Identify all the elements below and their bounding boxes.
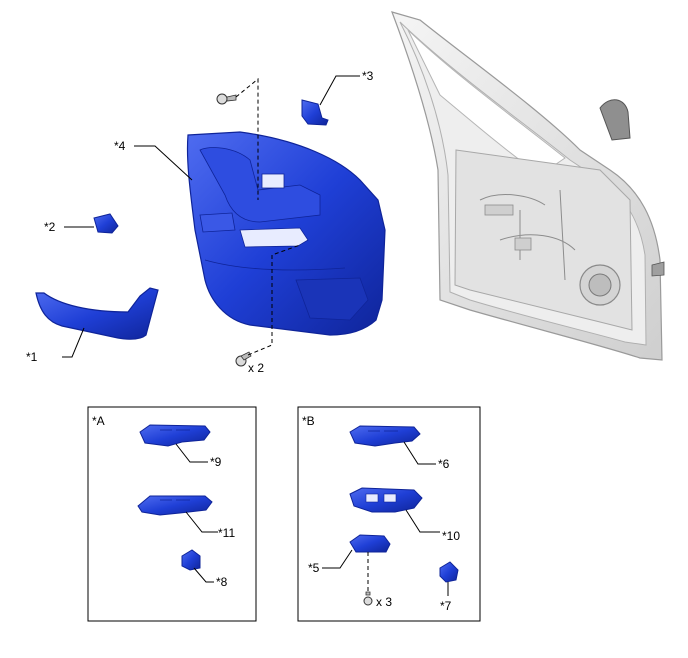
callout-9: *9 [210, 455, 222, 469]
door-ornament [35, 287, 159, 340]
clip-part-7 [439, 561, 459, 583]
screw-icon [216, 93, 237, 105]
leader-9 [175, 443, 208, 463]
callout-5: *5 [308, 561, 320, 575]
screw-icon [363, 591, 373, 606]
quantity-switch-screw: x 3 [376, 595, 392, 609]
leader-10 [405, 509, 440, 533]
leader-11 [185, 511, 218, 533]
door-trim-panel [186, 131, 386, 336]
screw-icon [235, 351, 252, 367]
screw-guide-top [235, 77, 259, 200]
callout-4: *4 [114, 139, 126, 153]
callout-1: *1 [26, 350, 38, 364]
callout-3: *3 [362, 69, 374, 83]
callout-11: *11 [218, 526, 235, 540]
clip-part-2 [93, 213, 119, 234]
power-window-switch [137, 495, 213, 516]
callout-6: *6 [438, 457, 450, 471]
door-shell [391, 11, 665, 361]
quantity-lower-screw: x 2 [248, 361, 264, 375]
callout-10: *10 [442, 529, 460, 543]
power-window-switch [349, 487, 423, 513]
power-window-switch [139, 424, 211, 447]
leader-6 [403, 441, 436, 465]
box-a-label: *A [92, 414, 105, 428]
box-b: *B *6 *10 *5 x 3 *7 [297, 406, 481, 622]
box-b-label: *B [302, 414, 315, 428]
clip-part-8 [181, 549, 201, 571]
leader-3 [319, 75, 360, 106]
power-window-switch [349, 425, 421, 447]
callout-2: *2 [44, 220, 56, 234]
box-a: *A *9 *11 *8 [87, 406, 257, 622]
leader-8 [193, 567, 214, 583]
callout-8: *8 [216, 575, 228, 589]
switch-base-part-5 [349, 534, 391, 553]
clip-part-3 [301, 99, 329, 126]
leader-5 [322, 549, 353, 569]
screw-guide-bottom [247, 244, 301, 356]
callout-7: *7 [440, 599, 452, 613]
leader-4 [134, 145, 193, 181]
leader-1 [62, 327, 85, 358]
